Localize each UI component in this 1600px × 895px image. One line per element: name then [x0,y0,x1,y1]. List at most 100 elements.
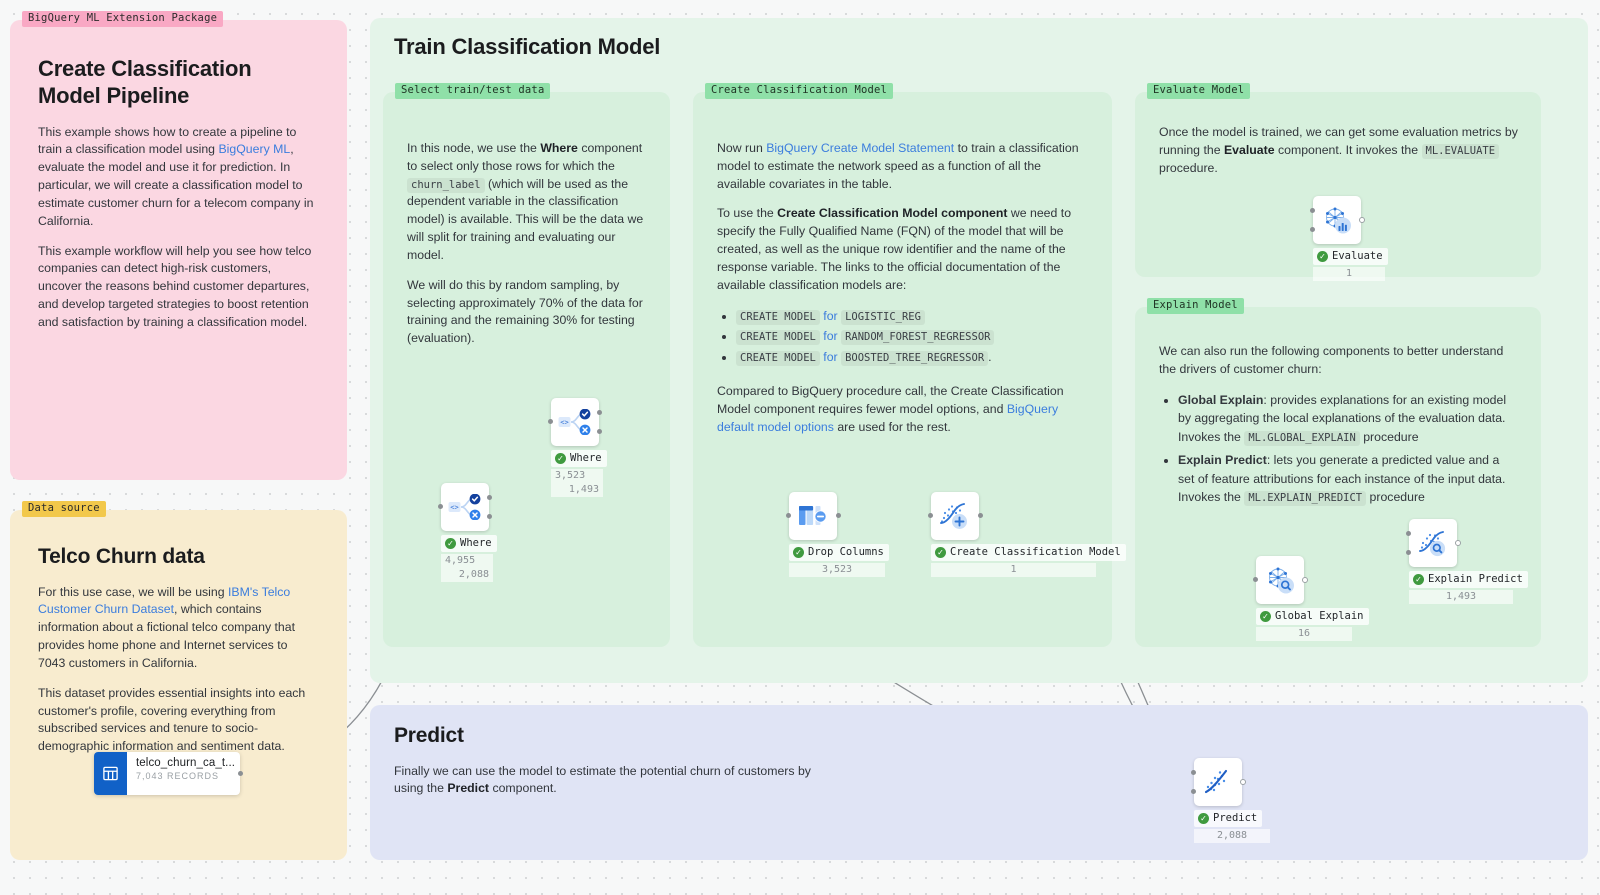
node-count: 1,493 [1409,590,1513,605]
node-box[interactable] [1191,758,1246,806]
input-port-data[interactable] [1406,550,1411,555]
input-port[interactable] [548,419,553,424]
node-where-1[interactable]: <> ✓ Where 4,955 2,088 [438,483,497,583]
where-icon: <> [558,409,591,435]
explain-components-list: Global Explain: provides explanations fo… [1159,391,1519,507]
paragraph: For this use case, we will be using IBM'… [38,584,296,670]
node-where-2[interactable]: <> ✓ Where 3,523 1,493 [548,398,607,498]
where-icon: <> [448,494,481,520]
node-create-classification-model[interactable]: ✓ Create Classification Model 1 [928,492,1126,578]
link-create-model-statement[interactable]: BigQuery Create Model Statement [766,141,955,155]
input-port-model[interactable] [1310,208,1315,213]
node-count: 1 [931,563,1096,578]
output-port[interactable] [835,513,841,518]
node-drop-columns[interactable]: ✓ Drop Columns 3,523 [786,492,889,578]
page-title: Create Classification Model Pipeline [38,56,252,108]
list-item: Global Explain: provides explanations fo… [1178,391,1519,447]
node-status-label[interactable]: ✓ Where [551,450,607,468]
link-bigquery-ml[interactable]: BigQuery ML [218,142,291,157]
code-churn-label: churn_label [407,177,485,193]
code-ml-evaluate: ML.EVALUATE [1421,143,1500,159]
group-tag: Select train/test data [395,83,551,99]
group-bigquery-ml-extension-package[interactable]: BigQuery ML Extension Package Create Cla… [10,11,347,480]
output-port[interactable] [1301,577,1308,583]
node-count: 1 [1313,267,1385,282]
output-port[interactable] [1454,540,1461,546]
node-global-explain[interactable]: ✓ Global Explain 16 [1253,556,1369,642]
node-label-text: Drop Columns [808,546,884,558]
paragraph: This example shows how to create a pipel… [38,124,314,228]
input-port[interactable] [438,504,443,509]
output-port[interactable] [977,513,983,518]
output-port-true[interactable] [487,495,492,500]
link-default-model-options[interactable]: BigQuery default model options [717,401,1059,434]
node-status-label[interactable]: ✓ Explain Predict [1409,571,1528,589]
datasource-output-port[interactable] [238,771,243,776]
node-status-label[interactable]: ✓ Evaluate [1313,248,1388,266]
node-status-label[interactable]: ✓ Where [441,535,497,553]
paragraph: Now run BigQuery Create Model Statement … [717,141,1079,191]
list-item: CREATE MODEL for BOOSTED_TREE_REGRESSOR. [736,348,1088,367]
node-predict[interactable]: ✓ Predict 2,088 [1191,758,1270,844]
output-port[interactable] [1358,217,1365,223]
input-port-data[interactable] [1191,789,1196,794]
input-port-model[interactable] [1191,770,1196,775]
node-evaluate[interactable]: ✓ Evaluate 1 [1310,196,1388,282]
node-box[interactable] [1406,519,1461,567]
link-for[interactable]: for [823,329,838,344]
link-telco-dataset[interactable]: IBM's Telco Customer Churn Dataset [38,584,291,617]
group-select-train-test-data[interactable]: Select train/test data In this node, we … [383,83,670,647]
svg-text:<>: <> [450,504,458,512]
node-status-label[interactable]: ✓ Drop Columns [789,544,889,562]
node-box[interactable] [928,492,983,540]
status-ok-icon: ✓ [555,452,566,464]
drop-columns-icon [799,506,827,525]
node-telco-churn-datasource[interactable]: telco_churn_ca_t... 7,043 RECORDS [94,752,240,795]
group-data-source[interactable]: Data source Telco Churn data For this us… [10,501,347,860]
node-status-label[interactable]: ✓ Global Explain [1256,608,1369,626]
paragraph: This dataset provides essential insights… [38,685,306,754]
section-title: Telco Churn data [38,545,205,568]
list-item: CREATE MODEL for LOGISTIC_REG [736,307,1088,326]
group-evaluate-model[interactable]: Evaluate Model Once the model is trained… [1135,83,1541,277]
output-port[interactable] [1239,779,1246,785]
paragraph: Once the model is trained, we can get so… [1159,125,1518,175]
input-port-data[interactable] [1310,227,1315,232]
node-box[interactable]: <> [438,483,492,531]
input-port[interactable] [786,513,791,518]
svg-text:<>: <> [560,419,568,427]
input-port[interactable] [928,513,933,518]
output-port-true[interactable] [597,410,602,415]
status-ok-icon: ✓ [935,546,946,558]
node-count: 16 [1256,627,1352,642]
section-title: Predict [394,724,464,747]
node-count: 3,523 [789,563,885,578]
node-box[interactable] [1253,556,1308,604]
group-tag: Evaluate Model [1147,83,1251,99]
paragraph: In this node, we use the Where component… [407,141,644,262]
code-ml-global-explain: ML.GLOBAL_EXPLAIN [1244,430,1360,446]
node-box[interactable] [786,492,841,540]
output-port-false[interactable] [487,514,492,519]
node-status-label[interactable]: ✓ Create Classification Model [931,544,1126,562]
input-port-model[interactable] [1406,531,1411,536]
node-explain-predict[interactable]: ✓ Explain Predict 1,493 [1406,519,1528,605]
link-for[interactable]: for [823,308,838,323]
node-label-text: Where [570,452,602,464]
link-for[interactable]: for [823,350,838,365]
node-count-primary: 3,523 [555,470,586,482]
table-icon [94,752,127,795]
group-tag: BigQuery ML Extension Package [22,11,224,27]
node-label-text: Explain Predict [1428,573,1523,585]
node-box[interactable]: <> [548,398,602,446]
group-predict[interactable]: Predict Finally we can use the model to … [370,705,1588,860]
group-tag: Explain Model [1147,298,1244,314]
node-status-label[interactable]: ✓ Predict [1194,810,1263,828]
output-port-false[interactable] [597,429,602,434]
paragraph: This example workflow will help you see … [38,243,312,329]
node-box[interactable] [1310,196,1365,244]
model-links-list: CREATE MODEL for LOGISTIC_REG CREATE MOD… [717,307,1088,367]
input-port[interactable] [1253,577,1258,582]
list-item: Explain Predict: lets you generate a pre… [1178,451,1519,507]
